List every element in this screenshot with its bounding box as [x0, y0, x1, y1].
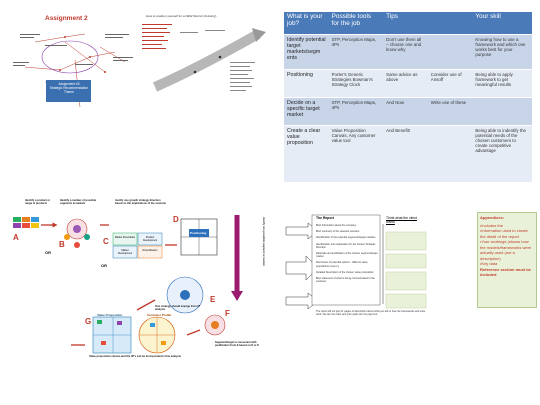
cell-skill	[472, 96, 532, 126]
cell-tools: STP, Perception Maps, 4Ps	[328, 96, 384, 126]
column-header: Tips	[383, 12, 428, 35]
cell-tools: STP, Perception Maps, 4Ps	[328, 34, 384, 70]
think-title: Think what the client wants	[386, 216, 417, 224]
or-label: OR	[45, 250, 51, 255]
cell-tips: Don't use them all – choose one and know…	[383, 34, 428, 70]
cell-skill: Being able to apply framework to get mea…	[472, 69, 532, 98]
step-label-d: D	[173, 215, 179, 224]
arrow-diagram	[142, 24, 266, 92]
appendices-title: Appendices:	[480, 215, 505, 220]
step-h-text: One strategy should emerge from 3? analy…	[155, 305, 201, 312]
matrix-cell: Product Development	[142, 236, 158, 242]
report-item: Identification and explanation for the c…	[316, 242, 376, 249]
cell-tips: Same advice as above	[383, 69, 428, 98]
slide-title: Assignment 2	[45, 15, 88, 22]
slide-thumbnail-process-diagram[interactable]: A B C D E F G Identify a product or rang…	[5, 195, 267, 395]
cell-tips2	[427, 34, 473, 70]
slide-title: How to position yourself for a NEW Recru…	[146, 14, 217, 18]
job-skills-table: What is your job? Possible tools for the…	[284, 12, 532, 182]
step-b-text: Identify a number of possible segments &…	[60, 199, 97, 206]
report-arrows	[285, 214, 427, 310]
column-header	[427, 12, 473, 35]
step-label-f: F	[225, 309, 230, 318]
cell-tools: Porter's Generic Strategies Bowman's Str…	[328, 69, 384, 98]
customer-profile-title: Customer Profile	[147, 313, 172, 317]
table-header-row: What is your job? Possible tools for the…	[284, 12, 532, 35]
step-label-g: G	[85, 317, 92, 326]
table-row: Positioning Porter's Generic Strategies …	[284, 69, 532, 98]
cell-job: Create a clear value proposition	[284, 125, 329, 182]
column-header: What is your job?	[284, 12, 329, 35]
or-label: OR	[101, 263, 107, 268]
step-label-e: E	[210, 295, 216, 304]
cell-job: Positioning	[284, 69, 329, 98]
appendix-item: •Includes the	[480, 222, 503, 228]
table-row: Create a clear value proposition Value P…	[284, 125, 532, 182]
report-item: Brief statement of what is being communi…	[316, 277, 375, 284]
cell-tips: And Benefit!	[383, 125, 428, 182]
report-item: Detailed Description of the chosen value…	[316, 270, 374, 274]
matrix-cell: Market Development	[117, 249, 133, 255]
value-proposition-title: Value Proposition	[97, 313, 123, 317]
cell-job: Decide on a specific target market	[284, 96, 329, 126]
step-label-b: B	[59, 240, 65, 249]
mind-map-diagram	[13, 33, 133, 108]
assignment-3-box: Assignment #3 Strategic Recommendation T…	[49, 82, 89, 94]
report-item: Identification of the potential segments…	[316, 236, 376, 240]
column-header: Possible tools for the job	[328, 12, 384, 35]
matrix-cell: Diversification	[142, 249, 158, 252]
cell-tools: Value Proposition Canvas, Any customer v…	[328, 125, 384, 182]
process-flow-diagram	[13, 215, 243, 354]
step-f-text: Segment/target is consonant with justifi…	[215, 341, 259, 348]
cell-tips: And Now	[383, 96, 428, 126]
cell-tips2: Write use of these	[427, 96, 473, 126]
appendix-item: •Your workings (shows how the models/fra…	[480, 239, 532, 261]
appendices-box: Appendices: •Includes the •Information u…	[477, 212, 537, 308]
report-title: The Report	[316, 216, 334, 220]
cell-tips2	[427, 125, 473, 182]
step-a-text: Identify a product or range of products	[25, 199, 51, 206]
slide-thumbnail-job-table[interactable]: What is your job? Possible tools for the…	[284, 12, 532, 182]
report-item: Brief Information about the company	[316, 224, 357, 227]
report-footer: The client will not pay for pages of des…	[316, 310, 426, 317]
appendix-item: •Information used to create the detail o…	[480, 228, 528, 239]
appendix-item: •Key data	[480, 261, 498, 266]
slide-thumbnail-assignment-2[interactable]: Assignment 2 Assignment #3 Strategic Rec…	[5, 12, 140, 115]
positioning-label: Positioning	[190, 231, 207, 235]
cell-skill: Knowing how to use a framework and which…	[472, 34, 532, 70]
report-item: Rationale and justification of the chose…	[316, 252, 378, 259]
column-header: Your skill	[472, 12, 532, 35]
table-row: Identify potential target markets/segm e…	[284, 34, 532, 70]
report-item: Discussion of potential options - differ…	[316, 261, 368, 268]
report-items-list: Brief Information about the company Brie…	[316, 224, 378, 283]
step-e-text: Justify one possible segment or market	[262, 217, 265, 266]
slide-thumbnail-positioning[interactable]: How to position yourself for a NEW Recru…	[140, 12, 272, 115]
step-c-text: Justify one growth strategy direction ba…	[115, 199, 167, 206]
table-row: Decide on a specific target market STP, …	[284, 96, 532, 126]
cell-tips2: Consider use of Ansoff	[427, 69, 473, 98]
appendix-note: Reference section must be included	[480, 266, 531, 278]
cell-skill: Being able to indentify the potential ne…	[472, 125, 532, 182]
step-label-a: A	[13, 233, 19, 242]
step-g-text: Value proposition canvas and the 4P's ca…	[89, 355, 182, 358]
step-label-c: C	[103, 237, 109, 246]
cell-job: Identify potential target markets/segm e…	[284, 34, 329, 70]
matrix-cell: Market Penetration	[114, 236, 136, 239]
report-item: Brief summary of the selected scenario	[316, 230, 360, 234]
